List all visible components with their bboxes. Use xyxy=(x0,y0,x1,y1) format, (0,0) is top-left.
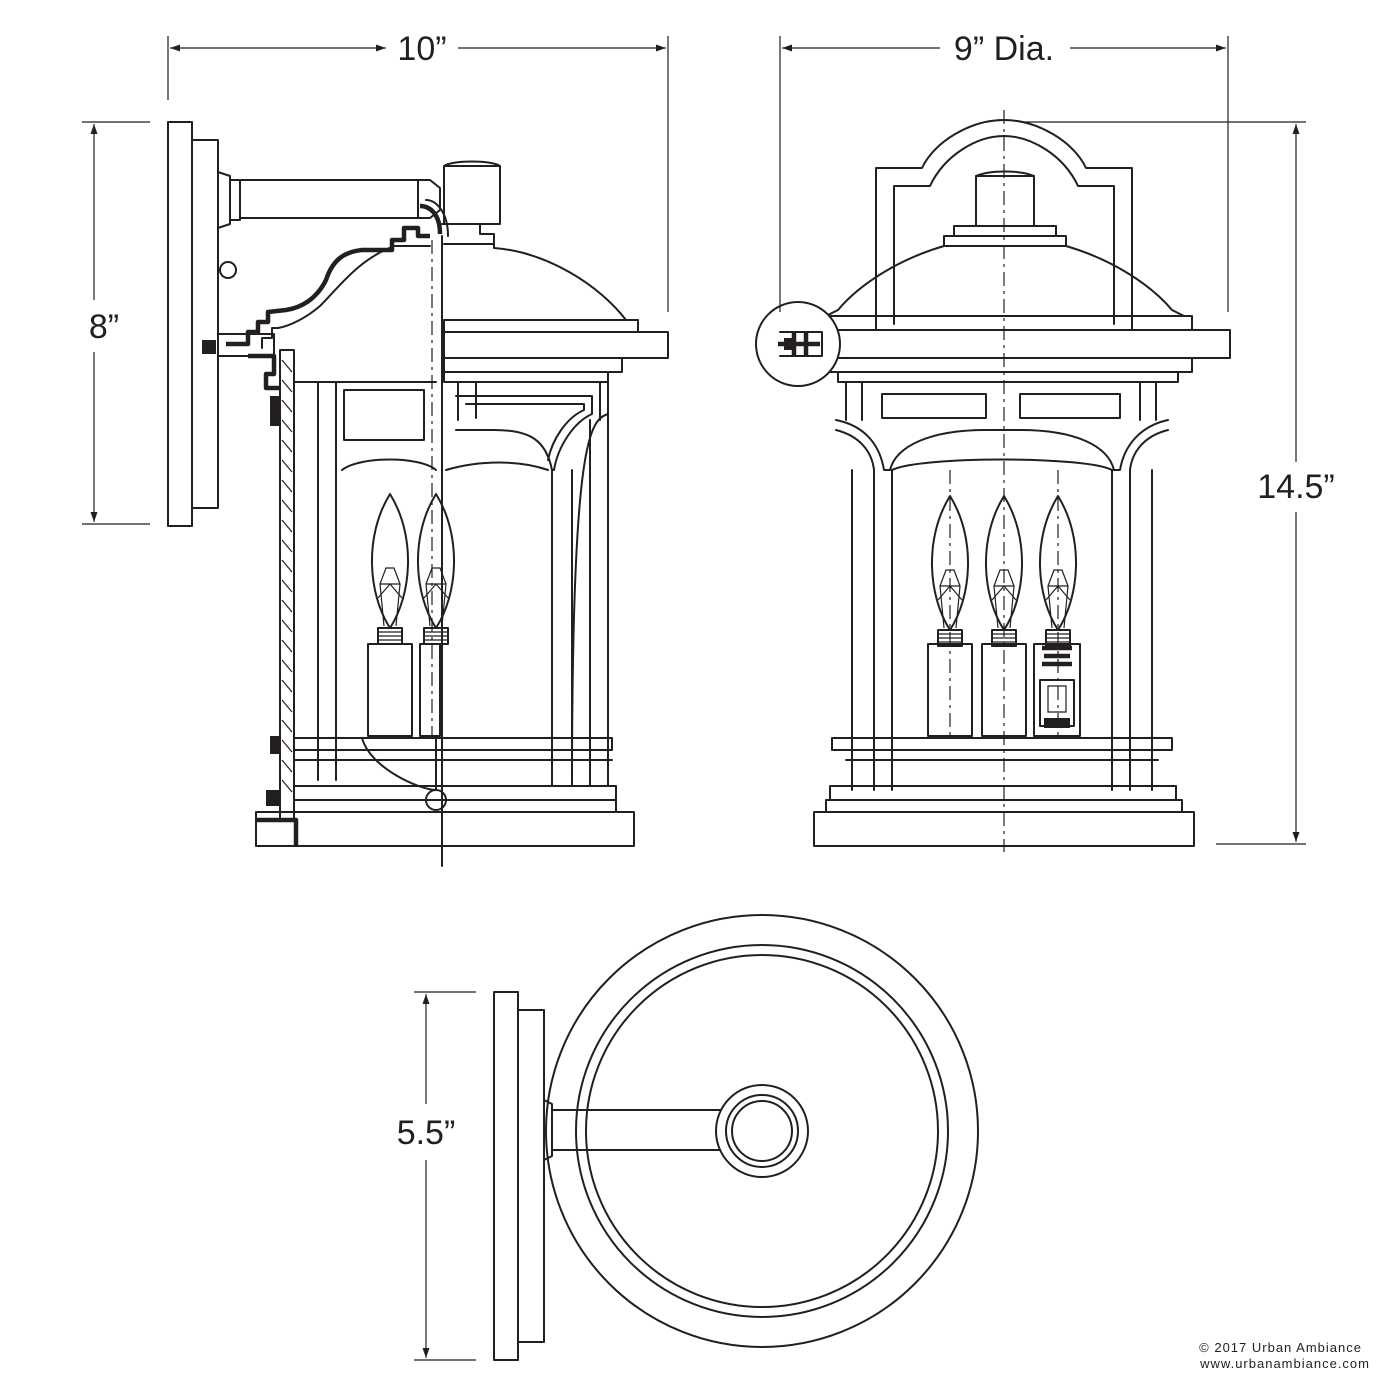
dim-label-width: 10” xyxy=(397,30,446,68)
front-hood xyxy=(825,245,1185,317)
side-backplate-collar xyxy=(191,139,219,509)
top-hood-outer xyxy=(545,914,979,1348)
side-backplate xyxy=(167,121,193,527)
front-view xyxy=(755,110,1231,852)
top-view xyxy=(493,914,979,1361)
dim-label-overall-height: 14.5” xyxy=(1257,468,1335,506)
front-hood-rim xyxy=(805,329,1231,359)
dimension-lines xyxy=(82,36,1306,1361)
top-hood-inner xyxy=(575,944,949,1318)
side-base xyxy=(255,811,635,847)
side-hood xyxy=(443,243,627,321)
top-backplate xyxy=(493,991,519,1361)
side-hood-rim xyxy=(443,331,669,359)
top-arm xyxy=(551,1109,731,1151)
front-socket-cutaway xyxy=(1033,643,1081,737)
side-arm xyxy=(239,179,419,219)
side-view xyxy=(167,121,669,867)
side-mount-screw xyxy=(219,261,237,279)
dim-label-backplate-height: 8” xyxy=(89,308,119,346)
website-text: www.urbanambiance.com xyxy=(1199,1356,1370,1371)
dim-label-diameter: 9” Dia. xyxy=(954,30,1054,68)
dim-label-backplate-width: 5.5” xyxy=(397,1114,456,1152)
copyright-text: © 2017 Urban Ambiance xyxy=(1199,1340,1362,1355)
